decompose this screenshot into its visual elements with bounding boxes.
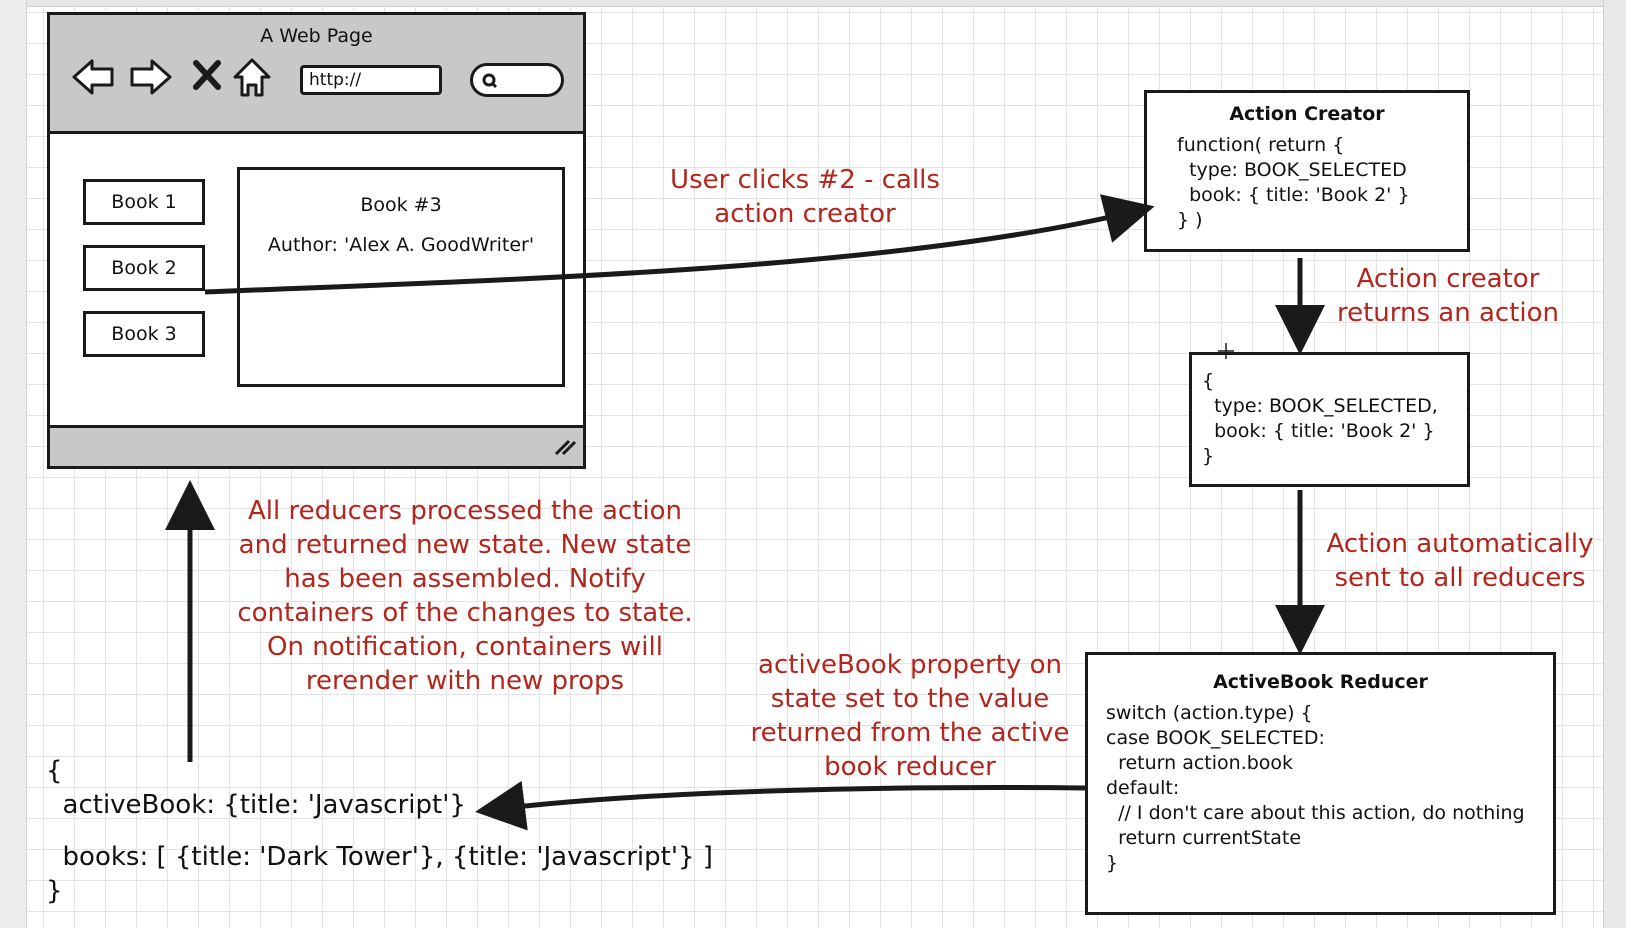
action-creator-title: Action Creator	[1229, 103, 1385, 125]
note-line: activeBook property on	[758, 650, 1062, 680]
note-line: rerender with new props	[305, 666, 625, 696]
stop-x-icon[interactable]	[192, 57, 222, 91]
code-line: {	[1202, 370, 1215, 392]
note-line: returns an action	[1336, 298, 1559, 328]
note-line: Action automatically	[1326, 529, 1594, 559]
code-line: function( return {	[1177, 134, 1345, 156]
code-line: case BOOK_SELECTED:	[1106, 727, 1325, 749]
code-line: } )	[1177, 209, 1203, 231]
book-1-button[interactable]: Book 1	[83, 179, 205, 225]
note-line: action creator	[714, 199, 896, 229]
book-detail-title: Book #3	[360, 194, 442, 216]
note-line: and returned new state. New state	[238, 530, 692, 560]
note-line: book reducer	[824, 752, 996, 782]
note-all-reducers-processed: All reducers processed the action and re…	[220, 494, 710, 698]
note-line: sent to all reducers	[1334, 563, 1586, 593]
action-object-code: { type: BOOK_SELECTED, book: { title: 'B…	[1202, 369, 1467, 469]
reducer-code: switch (action.type) { case BOOK_SELECTED…	[1106, 701, 1553, 876]
window-top-border	[0, 0, 1626, 7]
note-sent-to-reducers: Action automatically sent to all reducer…	[1318, 527, 1602, 595]
code-line: }	[1106, 852, 1119, 874]
book-3-button[interactable]: Book 3	[83, 311, 205, 357]
note-user-clicks: User clicks #2 - calls action creator	[640, 163, 970, 231]
state-line: activeBook: {title: 'Javascript'}	[46, 790, 466, 820]
code-line: }	[1202, 445, 1215, 467]
state-line: {	[46, 756, 63, 786]
note-line: On notification, containers will	[267, 632, 663, 662]
action-object-box: { type: BOOK_SELECTED, book: { title: 'B…	[1189, 343, 1470, 487]
note-line: All reducers processed the action	[247, 496, 683, 526]
code-line: book: { title: 'Book 2' }	[1202, 420, 1435, 442]
arrow-reducer-to-state	[475, 780, 1086, 831]
browser-mockup: A Web Page http:// Book 1 Book 2 Book 3 …	[47, 12, 586, 469]
code-line: return action.book	[1106, 752, 1294, 774]
browser-title: A Web Page	[260, 25, 373, 47]
arrow-book2-to-action-creator	[204, 194, 1155, 295]
url-input[interactable]: http://	[300, 65, 442, 95]
note-line: User clicks #2 - calls	[670, 165, 940, 195]
code-line: switch (action.type) {	[1106, 702, 1313, 724]
action-creator-box: Action Creator function( return { type: …	[1144, 90, 1470, 252]
state-line: books: [ {title: 'Dark Tower'}, {title: …	[46, 842, 713, 872]
note-active-book-property: activeBook property on state set to the …	[740, 648, 1080, 784]
note-line: returned from the active	[750, 718, 1070, 748]
book-2-button[interactable]: Book 2	[83, 245, 205, 291]
code-line: return currentState	[1106, 827, 1302, 849]
code-line: type: BOOK_SELECTED,	[1202, 395, 1438, 417]
search-input[interactable]	[470, 63, 564, 97]
cursor-crosshair-icon	[1218, 343, 1234, 359]
code-line: default:	[1106, 777, 1180, 799]
window-right-scrollbar[interactable]	[1603, 0, 1626, 928]
search-icon	[482, 73, 498, 89]
code-line: type: BOOK_SELECTED	[1177, 159, 1407, 181]
window-left-border	[0, 0, 27, 928]
activebook-reducer-box: ActiveBook Reducer switch (action.type) …	[1085, 652, 1556, 915]
reducer-title: ActiveBook Reducer	[1213, 671, 1428, 693]
code-line: book: { title: 'Book 2' }	[1177, 184, 1410, 206]
application-state: { activeBook: {title: 'Javascript'} book…	[46, 754, 713, 908]
note-line: Action creator	[1356, 264, 1540, 294]
browser-toolbar: A Web Page http://	[50, 15, 583, 134]
note-line: has been assembled. Notify	[284, 564, 646, 594]
back-arrow-icon[interactable]	[70, 57, 116, 97]
code-line: // I don't care about this action, do no…	[1106, 802, 1525, 824]
resize-grip-icon[interactable]	[553, 436, 577, 456]
home-icon[interactable]	[232, 57, 272, 99]
note-returns-action: Action creator returns an action	[1318, 262, 1578, 330]
book-detail-author: Author: 'Alex A. GoodWriter'	[267, 234, 535, 256]
note-line: containers of the changes to state.	[237, 598, 693, 628]
state-line: }	[46, 876, 63, 906]
note-line: state set to the value	[770, 684, 1050, 714]
action-creator-code: function( return { type: BOOK_SELECTED b…	[1177, 133, 1467, 233]
forward-arrow-icon[interactable]	[128, 57, 174, 97]
browser-status-bar	[50, 425, 583, 466]
